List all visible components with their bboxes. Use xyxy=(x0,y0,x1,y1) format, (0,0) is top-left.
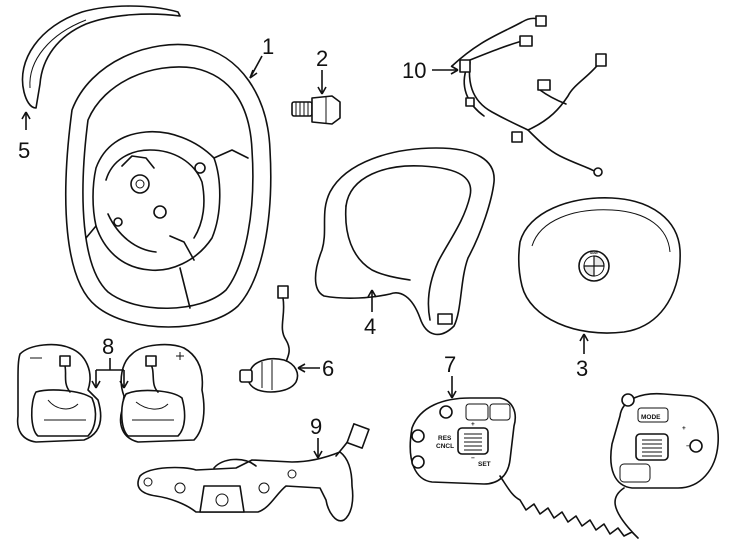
part-8-paddles xyxy=(16,343,205,443)
part-10-wiring-harness xyxy=(451,15,607,177)
callout-7: 7 xyxy=(444,352,456,377)
callout-6: 6 xyxy=(322,356,334,381)
minus-label-right: − xyxy=(686,443,690,450)
part-4-trim-cover xyxy=(314,147,495,336)
callout-numbers: 1 2 3 4 5 6 7 8 9 10 xyxy=(18,34,588,439)
part-1-steering-wheel xyxy=(64,43,272,328)
plus-label-left: + xyxy=(471,421,475,428)
callout-3: 3 xyxy=(576,356,588,381)
minus-label-left: − xyxy=(471,455,475,462)
callout-10: 10 xyxy=(402,58,426,83)
part-5-trim-strip xyxy=(21,5,181,109)
callout-8: 8 xyxy=(102,334,114,359)
cncl-label: CNCL xyxy=(436,443,454,450)
set-label: SET xyxy=(478,461,491,468)
res-label: RES xyxy=(438,435,452,442)
part-3-airbag: BMW xyxy=(517,197,681,334)
mode-label: MODE xyxy=(641,414,661,421)
emblem-label: BMW xyxy=(590,251,598,255)
callout-2: 2 xyxy=(316,46,328,71)
part-7-mf-switches: RES CNCL SET + − MODE + − xyxy=(409,392,719,539)
callout-5: 5 xyxy=(18,138,30,163)
callout-4: 4 xyxy=(364,314,376,339)
part-9-control-unit xyxy=(137,423,370,522)
leader-lines xyxy=(21,55,589,459)
part-6-connector xyxy=(239,285,299,393)
plus-label-right: + xyxy=(682,425,686,432)
callout-1: 1 xyxy=(262,34,274,59)
callout-9: 9 xyxy=(310,414,322,439)
part-2-bolt xyxy=(291,95,341,125)
